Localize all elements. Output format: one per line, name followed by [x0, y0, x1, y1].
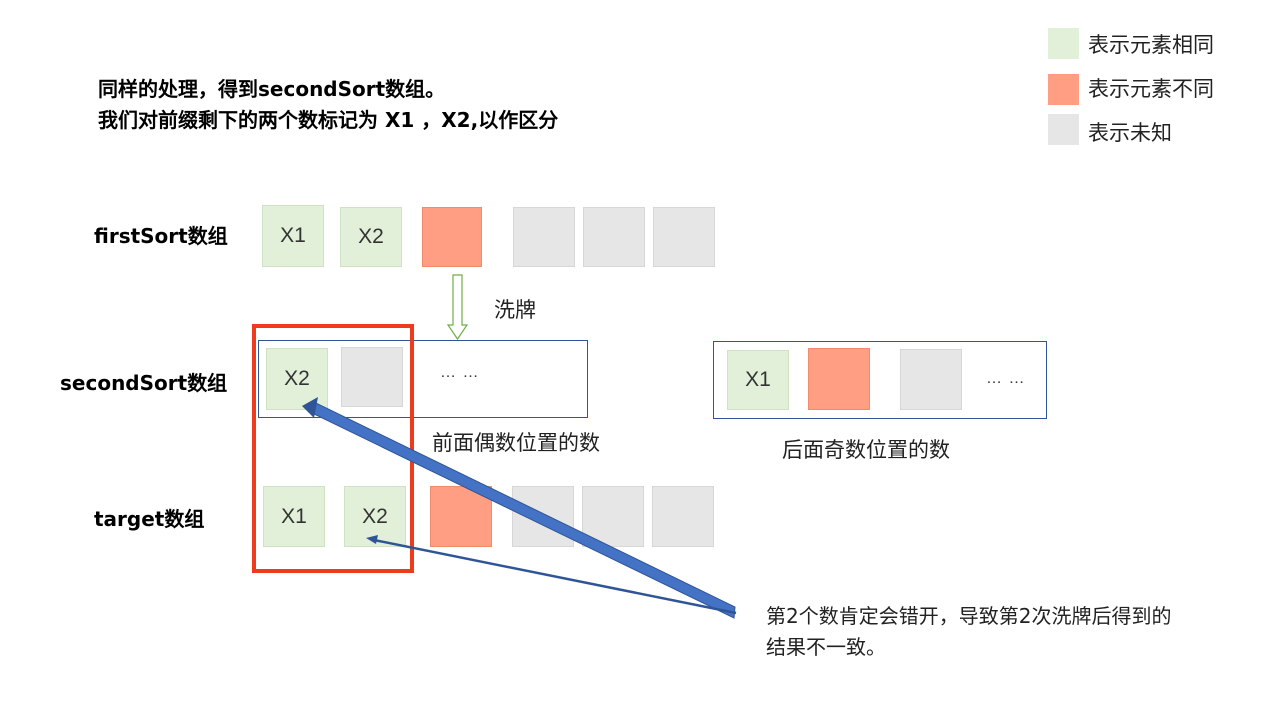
legend-swatch-unknown	[1048, 114, 1079, 145]
note-line-1: 第2个数肯定会错开，导致第2次洗牌后得到的	[766, 604, 1172, 628]
first-sort-label: firstSort数组	[94, 224, 228, 248]
first-sort-cell: X2	[340, 207, 402, 267]
highlight-frame	[252, 324, 414, 573]
first-sort-cell	[583, 207, 645, 267]
shuffle-label: 洗牌	[494, 298, 536, 322]
second-sort-odd-cell	[808, 348, 870, 410]
even-positions-caption: 前面偶数位置的数	[432, 431, 600, 455]
first-sort-cell: X1	[262, 205, 324, 267]
legend-swatch-same	[1048, 28, 1079, 59]
target-cell	[582, 486, 644, 547]
second-sort-odd-cell: X1	[727, 350, 789, 410]
intro-text: 同样的处理，得到secondSort数组。 我们对前缀剩下的两个数标记为 X1 …	[98, 74, 558, 136]
legend-label-same: 表示元素相同	[1088, 33, 1214, 57]
arrow-to-second-x2-icon	[302, 397, 736, 619]
legend-swatch-different	[1048, 74, 1079, 105]
even-ellipsis: … …	[440, 364, 480, 381]
target-label: target数组	[94, 507, 205, 531]
intro-line-2: 我们对前缀剩下的两个数标记为 X1 ，X2,以作区分	[98, 108, 559, 132]
intro-line-1: 同样的处理，得到secondSort数组。	[98, 77, 446, 101]
first-sort-cell	[513, 207, 575, 267]
even-positions-box	[258, 340, 588, 418]
target-cell	[652, 486, 714, 547]
second-sort-odd-cell	[900, 349, 962, 410]
note-line-2: 结果不一致。	[766, 635, 886, 659]
first-sort-cell	[422, 207, 482, 267]
target-cell: X1	[263, 486, 325, 547]
odd-positions-caption: 后面奇数位置的数	[782, 438, 950, 462]
second-sort-even-cell: X2	[266, 348, 328, 410]
second-sort-even-cell	[341, 347, 403, 407]
target-cell	[430, 486, 492, 547]
first-sort-cell	[653, 207, 715, 267]
odd-positions-box	[713, 341, 1047, 419]
arrow-to-target-x2-icon	[366, 535, 737, 615]
odd-ellipsis: … …	[986, 370, 1026, 387]
second-sort-label: secondSort数组	[60, 371, 228, 395]
conclusion-note: 第2个数肯定会错开，导致第2次洗牌后得到的 结果不一致。	[766, 601, 1171, 663]
legend-label-unknown: 表示未知	[1088, 121, 1172, 145]
legend-label-different: 表示元素不同	[1088, 77, 1214, 101]
